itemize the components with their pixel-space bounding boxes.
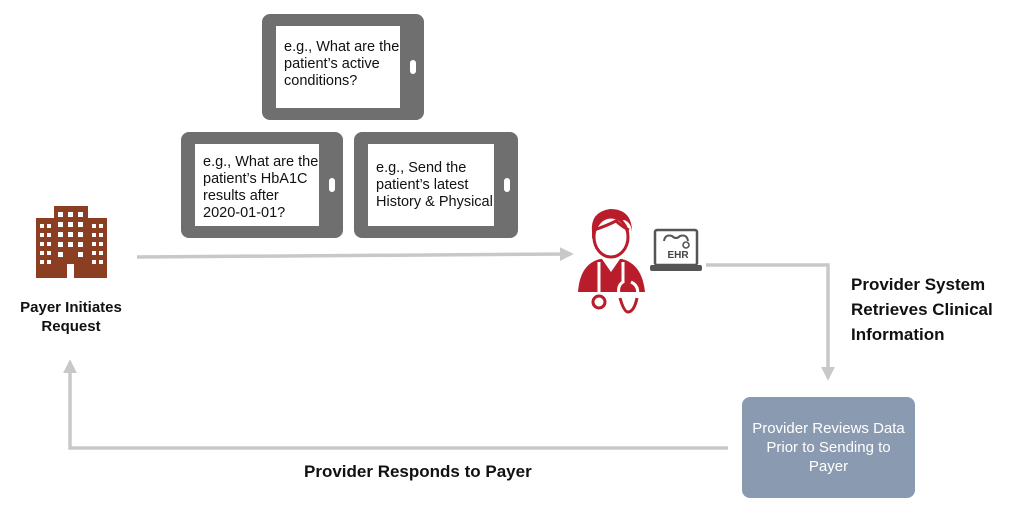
tablet-button-icon bbox=[329, 178, 335, 192]
tablet-screen: e.g., What are the patient’s active cond… bbox=[276, 26, 400, 108]
payer-initiates-label: Payer Initiates Request bbox=[20, 299, 122, 335]
provider-responds-label: Provider Responds to Payer bbox=[304, 462, 532, 481]
tablet-screen: e.g., Send the patient’s latest History … bbox=[368, 144, 494, 226]
arrow-system-to-review bbox=[706, 263, 835, 381]
arrow-review-to-payer bbox=[63, 359, 728, 450]
tablet-hba1c: e.g., What are the patient’s HbA1C resul… bbox=[181, 132, 343, 238]
tablet-button-icon bbox=[410, 60, 416, 74]
tablet-screen: e.g., What are the patient’s HbA1C resul… bbox=[195, 144, 319, 226]
arrow-payer-to-provider bbox=[136, 247, 574, 262]
tablet-active-conditions: e.g., What are the patient’s active cond… bbox=[262, 14, 424, 120]
tablet-history-physical: e.g., Send the patient’s latest History … bbox=[354, 132, 518, 238]
tablet-button-icon bbox=[504, 178, 510, 192]
provider-review-box: Provider Reviews Data Prior to Sending t… bbox=[742, 397, 915, 498]
ehr-label: EHR bbox=[667, 250, 689, 261]
provider-review-text: Provider Reviews Data Prior to Sending t… bbox=[752, 420, 905, 475]
provider-system-label: Provider System Retrieves Clinical Infor… bbox=[851, 275, 993, 344]
